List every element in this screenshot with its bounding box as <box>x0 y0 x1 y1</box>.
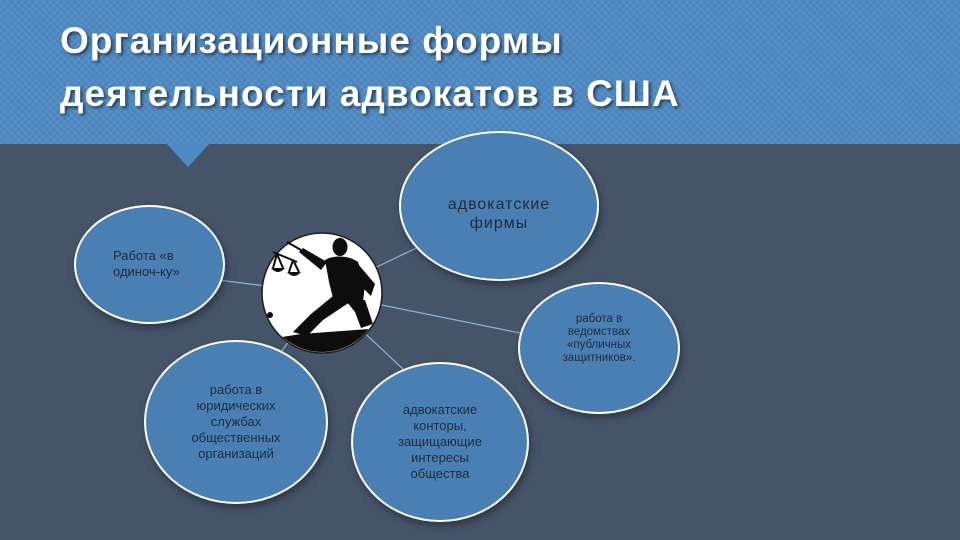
node-law-firms: адвокатские фирмы <box>399 131 599 281</box>
node-public-organizations: работа в юридических службах общественны… <box>144 340 328 504</box>
lawyer-with-scales-icon <box>261 232 383 354</box>
header-notch <box>166 143 210 167</box>
node-law-offices: адвокатские конторы, защищающие интересы… <box>351 362 529 522</box>
node-orgs-line-2: юридических <box>196 398 276 413</box>
node-public-line-1: работа в <box>575 313 623 325</box>
header-banner <box>0 0 960 144</box>
node-orgs-line-1: работа в <box>209 382 263 397</box>
title-line-2: деятельности адвокатов в США <box>60 73 680 114</box>
node-offices-line-4: интересы <box>411 450 469 465</box>
node-firms-line-2: фирмы <box>469 215 529 232</box>
slide-title: Организационные формы деятельности адвок… <box>60 14 880 120</box>
node-orgs-line-4: общественных <box>191 430 281 445</box>
node-offices-line-3: защищающие <box>397 434 482 449</box>
node-public-defenders: работа в ведомствах «публичных защитнико… <box>518 282 680 414</box>
node-public-line-3: «публичных <box>566 339 632 351</box>
node-orgs-line-5: организаций <box>198 446 274 461</box>
node-offices-line-2: конторы, <box>413 418 467 433</box>
node-solo-line-2: одиноч-ку» <box>113 264 180 279</box>
node-solo-line-1: Работа «в <box>113 248 174 263</box>
title-line-1: Организационные формы <box>60 20 563 61</box>
node-public-line-4: защитников». <box>562 352 636 364</box>
node-firms-line-1: адвокатские <box>447 196 551 213</box>
node-orgs-line-3: службах <box>210 414 262 429</box>
node-offices-line-5: общества <box>410 466 470 481</box>
node-offices-line-1: адвокатские <box>402 402 478 417</box>
node-public-line-2: ведомствах <box>567 326 631 338</box>
node-solo-practice: Работа «в одиноч-ку» <box>74 205 225 324</box>
